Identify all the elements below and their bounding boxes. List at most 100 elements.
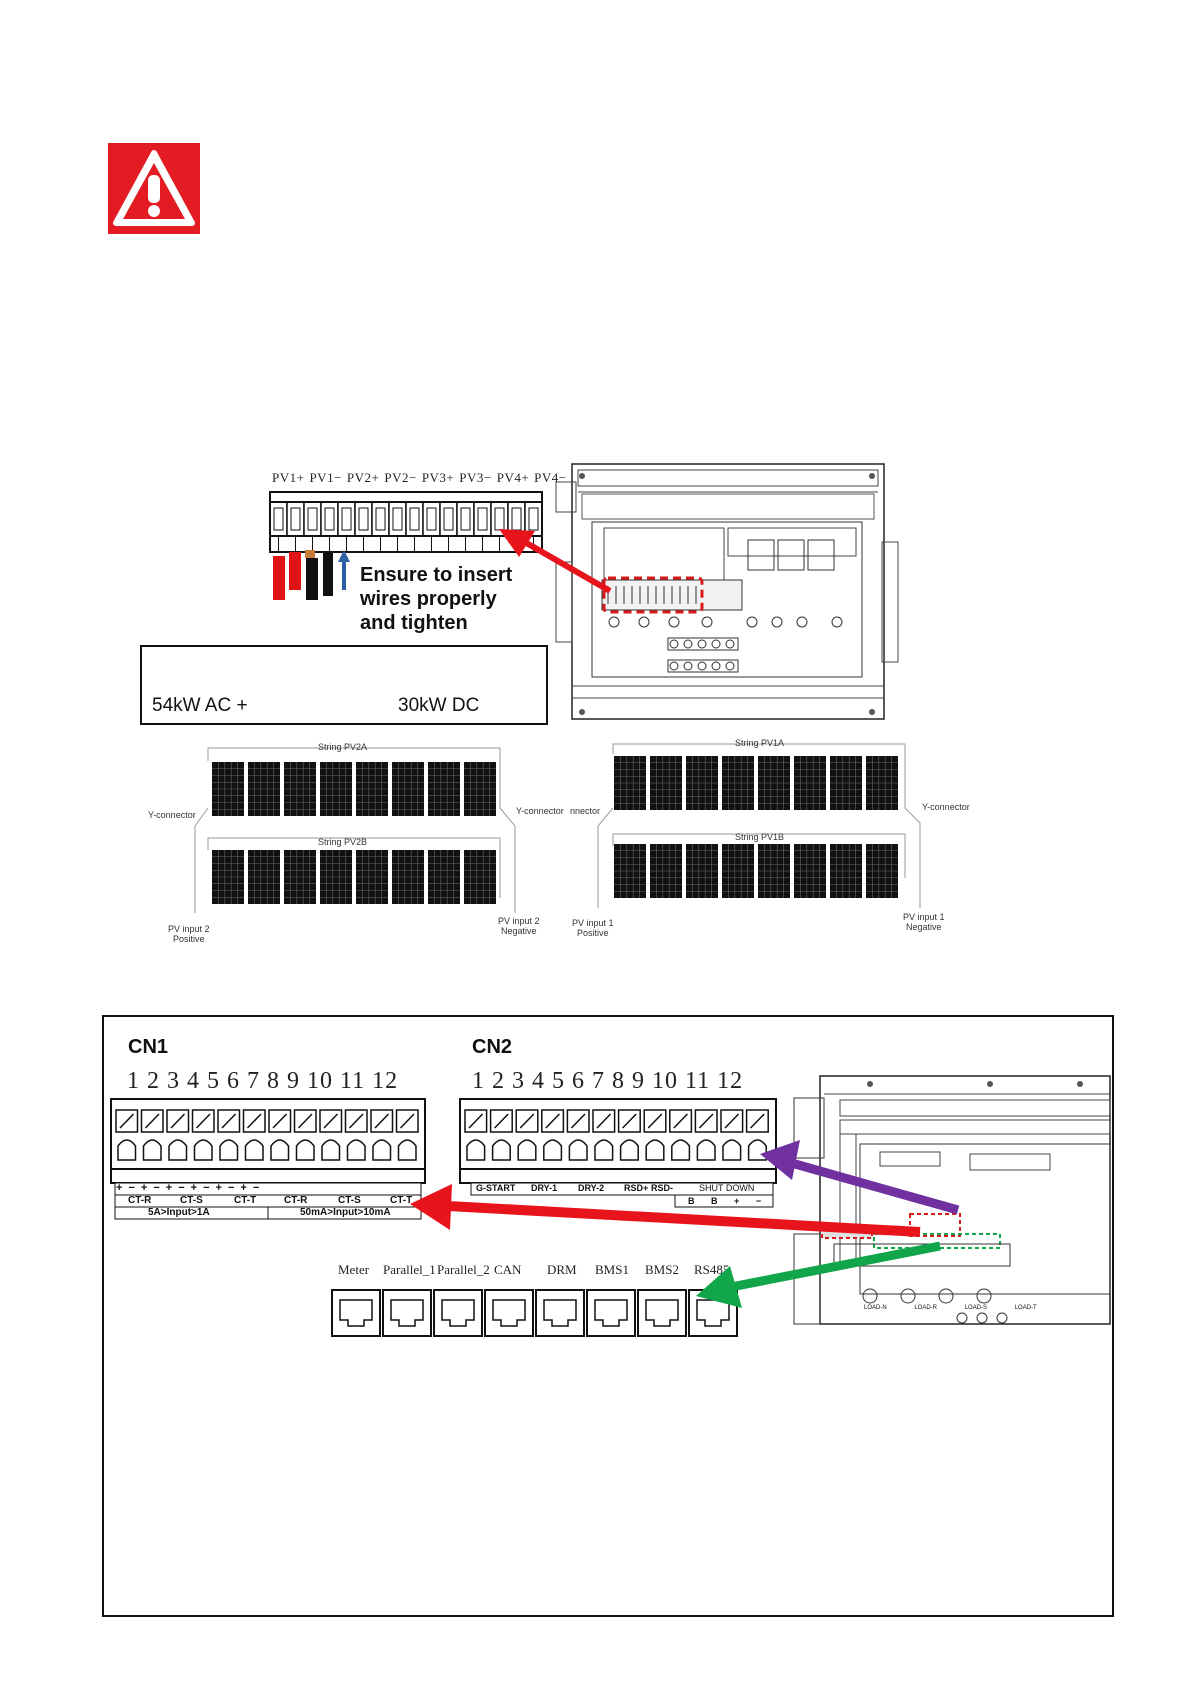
pv-terminal-slot <box>269 501 288 552</box>
pv-terminal-slot <box>456 501 475 552</box>
terminal-screw <box>395 1109 419 1161</box>
terminal-screw <box>489 1109 513 1161</box>
terminal-screw <box>643 1109 667 1161</box>
spec-box <box>140 645 548 725</box>
rj45-port <box>484 1289 534 1337</box>
solar-panel <box>392 762 424 816</box>
rj45-port <box>433 1289 483 1337</box>
terminal-screw <box>115 1109 139 1161</box>
spec-dc: 30kW DC <box>398 695 480 716</box>
pv-terminal-block <box>269 491 543 600</box>
solar-panel <box>428 850 460 904</box>
rj45-label-parallel-1: Parallel_1 <box>383 1262 436 1277</box>
terminal-screw <box>319 1109 343 1161</box>
rj45-label-can: CAN <box>494 1262 522 1277</box>
pv-terminal-slot <box>473 501 492 552</box>
solar-panel <box>464 850 496 904</box>
terminal-screw <box>344 1109 368 1161</box>
solar-panel <box>650 844 682 898</box>
pv-terminal-labels: PV1+PV1−PV2+PV2−PV3+PV3−PV4+PV4− <box>272 470 567 485</box>
solar-panel <box>722 844 754 898</box>
communication-ports-frame <box>102 1015 1114 1617</box>
cn1-polarity: +−+−+−+−+−+− <box>116 1182 266 1194</box>
string-pv1b-label: String PV1B <box>735 832 785 842</box>
rj45-label-drm: DRM <box>547 1262 577 1277</box>
insert-wires-note: Ensure to insert wires properly and tigh… <box>360 564 513 634</box>
connection-arrows <box>410 1140 960 1308</box>
terminal-screw <box>217 1109 241 1161</box>
solar-panel <box>650 756 682 810</box>
solar-panel <box>248 850 280 904</box>
y-connector-mid-overlap-label: nnector <box>570 806 601 816</box>
cn1-terminal-block <box>110 1098 426 1220</box>
terminal-screw <box>191 1109 215 1161</box>
terminal-screw <box>617 1109 641 1161</box>
solar-panel <box>866 756 898 810</box>
solar-panel <box>830 844 862 898</box>
warning-icon <box>108 143 200 234</box>
terminal-screw <box>370 1109 394 1161</box>
pv-terminal-slot <box>320 501 339 552</box>
pv-terminal-slot <box>354 501 373 552</box>
terminal-screw <box>541 1109 565 1161</box>
pv-terminal-slot <box>303 501 322 552</box>
rj45-port <box>535 1289 585 1337</box>
cn2-title: CN2 <box>472 1036 513 1058</box>
solar-panel <box>248 762 280 816</box>
string-pv2a-label: String PV2A <box>318 742 368 752</box>
terminal-screw <box>592 1109 616 1161</box>
rj45-port <box>637 1289 687 1337</box>
string-pv1a-label: String PV1A <box>735 738 785 748</box>
solar-panel <box>428 762 460 816</box>
rj45-port <box>382 1289 432 1337</box>
rj45-label-parallel-2: Parallel_2 <box>437 1262 490 1277</box>
terminal-screw <box>515 1109 539 1161</box>
solar-panel <box>758 844 790 898</box>
solar-panel <box>794 844 826 898</box>
spec-ac: 54kW AC + <box>152 695 248 716</box>
cn2-pin-numbers: 1 2 3 4 5 6 7 8 9 10 11 12 <box>472 1068 744 1094</box>
terminal-screw <box>242 1109 266 1161</box>
solar-panel <box>614 844 646 898</box>
red-arrow-to-terminals <box>499 529 612 594</box>
solar-panel <box>686 844 718 898</box>
solar-panel <box>284 762 316 816</box>
terminal-screw <box>293 1109 317 1161</box>
rj45-port <box>331 1289 381 1337</box>
pv1-string-diagram <box>597 743 921 908</box>
terminal-screw <box>464 1109 488 1161</box>
cn1-pin-numbers: 1 2 3 4 5 6 7 8 9 10 11 12 <box>127 1068 399 1094</box>
solar-panel <box>320 850 352 904</box>
terminal-screw <box>268 1109 292 1161</box>
string-pv2b-label: String PV2B <box>318 837 368 847</box>
board-load-labels: LOAD-N LOAD-R LOAD-S LOAD-T <box>864 1305 1037 1311</box>
terminal-screw <box>669 1109 693 1161</box>
rj45-label-bms2: BMS2 <box>645 1262 679 1277</box>
pv-terminal-slot <box>286 501 305 552</box>
solar-panel <box>866 844 898 898</box>
solar-panel <box>758 756 790 810</box>
solar-panel <box>722 756 754 810</box>
pv-terminal-slot <box>422 501 441 552</box>
terminal-screw <box>694 1109 718 1161</box>
solar-panel <box>320 762 352 816</box>
pv-terminal-slot <box>371 501 390 552</box>
solar-panel <box>356 850 388 904</box>
pv-terminal-slot <box>439 501 458 552</box>
solar-panel <box>686 756 718 810</box>
cn1-range-left: 5A>Input>1A <box>148 1207 210 1218</box>
terminal-screw <box>720 1109 744 1161</box>
solar-panel <box>614 756 646 810</box>
y-connector-mid-label: Y-connector <box>516 806 564 816</box>
solar-panel <box>830 756 862 810</box>
pv-terminal-slot <box>388 501 407 552</box>
cn2-shutdown-sub: B B + − <box>688 1196 762 1206</box>
inverter-front-view <box>555 463 899 720</box>
cn1-title: CN1 <box>128 1036 169 1058</box>
solar-panel <box>212 762 244 816</box>
